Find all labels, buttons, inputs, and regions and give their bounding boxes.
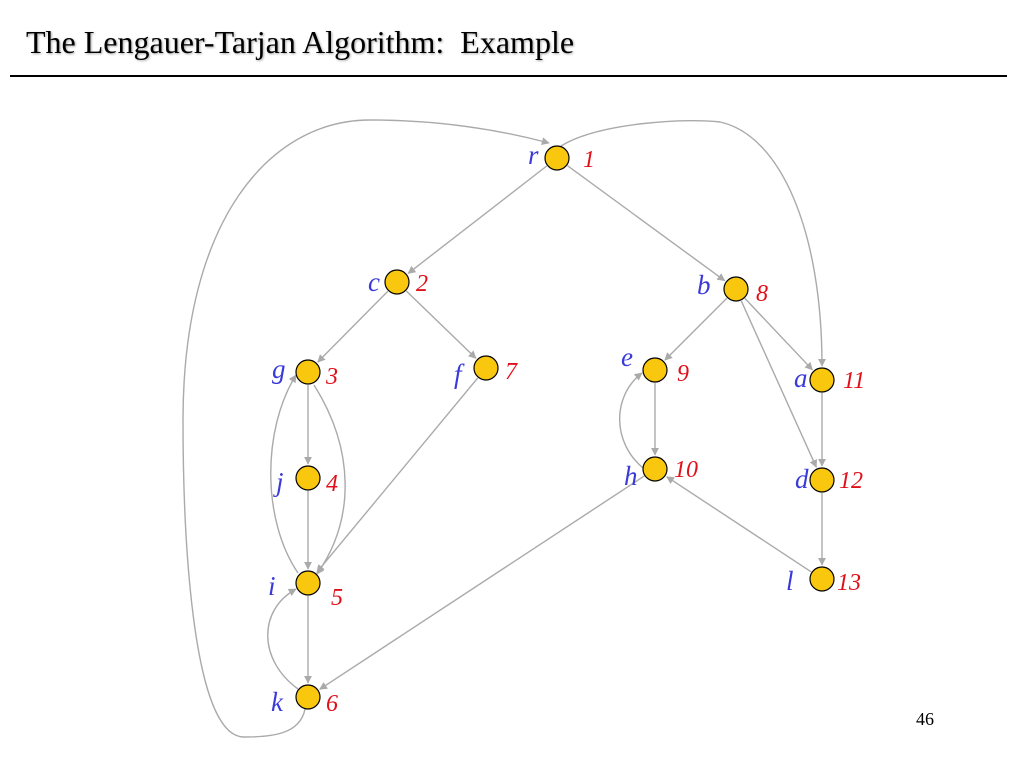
node-l: l 13 xyxy=(786,566,861,596)
node-f-name-label: f xyxy=(454,359,465,389)
edge-b-to-e xyxy=(664,297,728,361)
edge-h-to-e xyxy=(618,372,644,469)
node-h-name-label: h xyxy=(624,461,638,491)
edge-b-to-d xyxy=(740,300,817,468)
node-d: d 12 xyxy=(795,464,863,494)
edge-r-to-c xyxy=(407,165,548,274)
node-i-name-label: i xyxy=(268,571,276,601)
node-i-circle xyxy=(295,570,321,596)
node-h-circle xyxy=(642,456,668,482)
node-j-circle xyxy=(295,465,321,491)
node-j-name-label: j xyxy=(273,467,284,497)
node-g-circle xyxy=(295,359,321,385)
edge-r-to-a xyxy=(560,119,826,367)
node-g-name-label: g xyxy=(272,354,286,384)
node-k-circle xyxy=(295,684,321,710)
node-r-name-label: r xyxy=(528,140,539,170)
edge-l-to-h xyxy=(666,476,812,573)
edge-f-to-i xyxy=(316,377,479,573)
node-c-name-label: c xyxy=(368,267,380,297)
edges-layer xyxy=(182,119,826,738)
edge-i-to-g xyxy=(270,374,299,574)
node-f-circle xyxy=(473,355,499,381)
title-divider xyxy=(10,75,1007,77)
node-h-number-label: 10 xyxy=(674,457,698,483)
edge-r-to-b xyxy=(567,165,726,282)
node-a-name-label: a xyxy=(794,363,808,393)
node-f-number-label: 7 xyxy=(505,359,518,385)
edge-g-to-i xyxy=(313,384,346,575)
node-h: h 10 xyxy=(624,456,698,491)
node-l-name-label: l xyxy=(786,566,794,596)
node-c-number-label: 2 xyxy=(416,271,428,297)
slide-title: The Lengauer-Tarjan Algorithm: Example xyxy=(26,24,575,60)
node-b-circle xyxy=(723,276,749,302)
edge-k-to-i xyxy=(267,588,299,690)
node-i-number-label: 5 xyxy=(331,585,343,611)
edge-b-to-a xyxy=(744,297,813,371)
node-j-number-label: 4 xyxy=(326,471,338,497)
page-number: 46 xyxy=(916,709,934,729)
node-e-name-label: e xyxy=(621,342,633,372)
node-e: e9 xyxy=(621,342,689,387)
edge-h-to-k xyxy=(319,475,645,690)
node-k-number-label: 6 xyxy=(326,691,338,717)
edge-c-to-g xyxy=(317,290,389,363)
node-a-number-label: 11 xyxy=(843,368,865,394)
node-a: a 11 xyxy=(794,363,865,394)
node-d-number-label: 12 xyxy=(839,468,863,494)
node-g-number-label: 3 xyxy=(325,364,338,390)
edge-c-to-f xyxy=(405,290,477,359)
node-r-circle xyxy=(544,145,570,171)
edge-k-to-r xyxy=(182,119,550,738)
node-c-circle xyxy=(384,269,410,295)
node-l-circle xyxy=(809,566,835,592)
node-l-number-label: 13 xyxy=(837,570,861,596)
node-d-name-label: d xyxy=(795,464,809,494)
node-d-circle xyxy=(809,467,835,493)
node-e-number-label: 9 xyxy=(677,361,689,387)
node-b-number-label: 8 xyxy=(756,281,768,307)
node-r-number-label: 1 xyxy=(583,147,595,173)
node-e-circle xyxy=(642,357,668,383)
node-a-circle xyxy=(809,367,835,393)
node-b-name-label: b xyxy=(697,270,711,300)
node-k-name-label: k xyxy=(271,687,284,717)
